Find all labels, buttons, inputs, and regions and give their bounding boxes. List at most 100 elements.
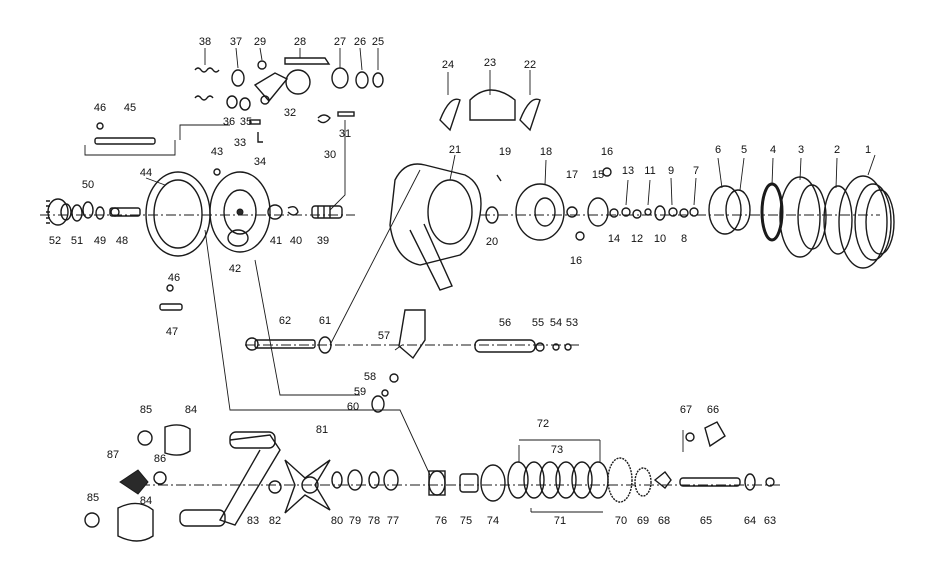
callout-8: 8 <box>681 233 687 245</box>
callout-1: 1 <box>865 144 871 156</box>
callout-49: 49 <box>94 235 106 247</box>
callout-16-bottom: 16 <box>570 255 582 267</box>
part-61-bushing <box>318 336 332 354</box>
part-62-worm-shaft <box>245 337 316 351</box>
callout-26: 26 <box>354 36 366 48</box>
callout-38: 38 <box>199 36 211 48</box>
callout-18: 18 <box>540 146 552 158</box>
callout-17: 17 <box>566 169 578 181</box>
callout-46-top: 46 <box>94 102 106 114</box>
part-19-pin <box>496 174 502 182</box>
callout-13: 13 <box>622 165 634 177</box>
part-41-bearing <box>267 204 283 220</box>
callout-66: 66 <box>707 404 719 416</box>
callout-72: 72 <box>537 418 549 430</box>
callout-87: 87 <box>107 449 119 461</box>
callout-57: 57 <box>378 330 390 342</box>
assembly-path-6 <box>329 120 346 211</box>
callout-36: 36 <box>223 116 235 128</box>
callout-70: 70 <box>615 515 627 527</box>
part-57-pawl-guide <box>398 309 426 360</box>
part-60-cap <box>371 395 385 413</box>
callout-32: 32 <box>284 107 296 119</box>
part-8-washer <box>679 208 689 218</box>
part-55-washer <box>535 342 545 352</box>
part-45-screw <box>94 122 156 145</box>
callout-68: 68 <box>658 515 670 527</box>
part-27-bearing <box>331 67 349 89</box>
part-1-cup <box>838 175 895 269</box>
part-84-knob-bottom <box>117 502 154 542</box>
part-14-washer <box>609 208 619 218</box>
callout-69: 69 <box>637 515 649 527</box>
callout-71: 71 <box>554 515 566 527</box>
callout-7: 7 <box>693 165 699 177</box>
callout-73: 73 <box>551 444 563 456</box>
part-37-disc <box>231 69 245 87</box>
part-81-star-drag <box>284 459 331 514</box>
part-69-gear <box>634 467 652 497</box>
callout-59: 59 <box>354 386 366 398</box>
part-63-washer <box>765 477 775 487</box>
part-85-screw-top <box>137 430 153 446</box>
part-48-shaft <box>109 207 141 217</box>
part-49-clip <box>95 206 105 220</box>
part-36-washer <box>226 95 238 109</box>
assembly-path-5 <box>329 169 421 346</box>
callout-16-top: 16 <box>601 146 613 158</box>
callout-55: 55 <box>532 317 544 329</box>
part-18-plate <box>515 183 565 241</box>
part-13-washer <box>621 207 631 217</box>
callout-leaders <box>145 47 876 513</box>
assembly-path-2 <box>179 124 230 140</box>
callout-56: 56 <box>499 317 511 329</box>
callout-3: 3 <box>798 144 804 156</box>
part-50-washer <box>82 201 94 219</box>
part-32-lever <box>253 72 289 105</box>
part-17-washer <box>566 206 578 218</box>
callout-50: 50 <box>82 179 94 191</box>
part-85-screw-bottom <box>84 512 100 528</box>
part-83-handle-arm <box>179 431 281 527</box>
callout-34: 34 <box>254 156 266 168</box>
callout-60: 60 <box>347 401 359 413</box>
callout-29: 29 <box>254 36 266 48</box>
callout-86: 86 <box>154 453 166 465</box>
callout-35: 35 <box>240 116 252 128</box>
part-79-bearing <box>347 469 363 491</box>
part-10-bearing <box>654 205 666 221</box>
callout-40: 40 <box>290 235 302 247</box>
callout-47: 47 <box>166 326 178 338</box>
callout-31: 31 <box>339 128 351 140</box>
part-87-nut-plate <box>119 469 149 495</box>
part-2-ring <box>823 185 853 255</box>
callout-4: 4 <box>770 144 776 156</box>
callout-76: 76 <box>435 515 447 527</box>
part-38-springs <box>194 67 220 101</box>
part-7-washer <box>689 207 699 217</box>
part-40-clip <box>287 205 299 216</box>
part-3-spool <box>779 176 827 258</box>
assembly-path-3 <box>204 229 431 476</box>
callout-23: 23 <box>484 57 496 69</box>
part-71-drag-stack <box>507 461 609 499</box>
callout-30: 30 <box>324 149 336 161</box>
callout-39: 39 <box>317 235 329 247</box>
part-4-oring <box>760 182 784 242</box>
part-20-bearing <box>485 206 499 224</box>
part-42-side-plate <box>209 171 271 253</box>
callout-22: 22 <box>524 59 536 71</box>
callout-19: 19 <box>499 146 511 158</box>
part-67-screws <box>685 432 695 442</box>
callout-2: 2 <box>834 144 840 156</box>
callout-85-top: 85 <box>140 404 152 416</box>
callout-5: 5 <box>741 144 747 156</box>
callout-64: 64 <box>744 515 756 527</box>
part-16-clip-bottom <box>575 231 585 241</box>
callout-63: 63 <box>764 515 776 527</box>
callout-82: 82 <box>269 515 281 527</box>
part-22-clip <box>519 98 541 132</box>
callout-75: 75 <box>460 515 472 527</box>
part-54-washer <box>552 343 560 351</box>
part-39-pinion <box>311 205 343 219</box>
